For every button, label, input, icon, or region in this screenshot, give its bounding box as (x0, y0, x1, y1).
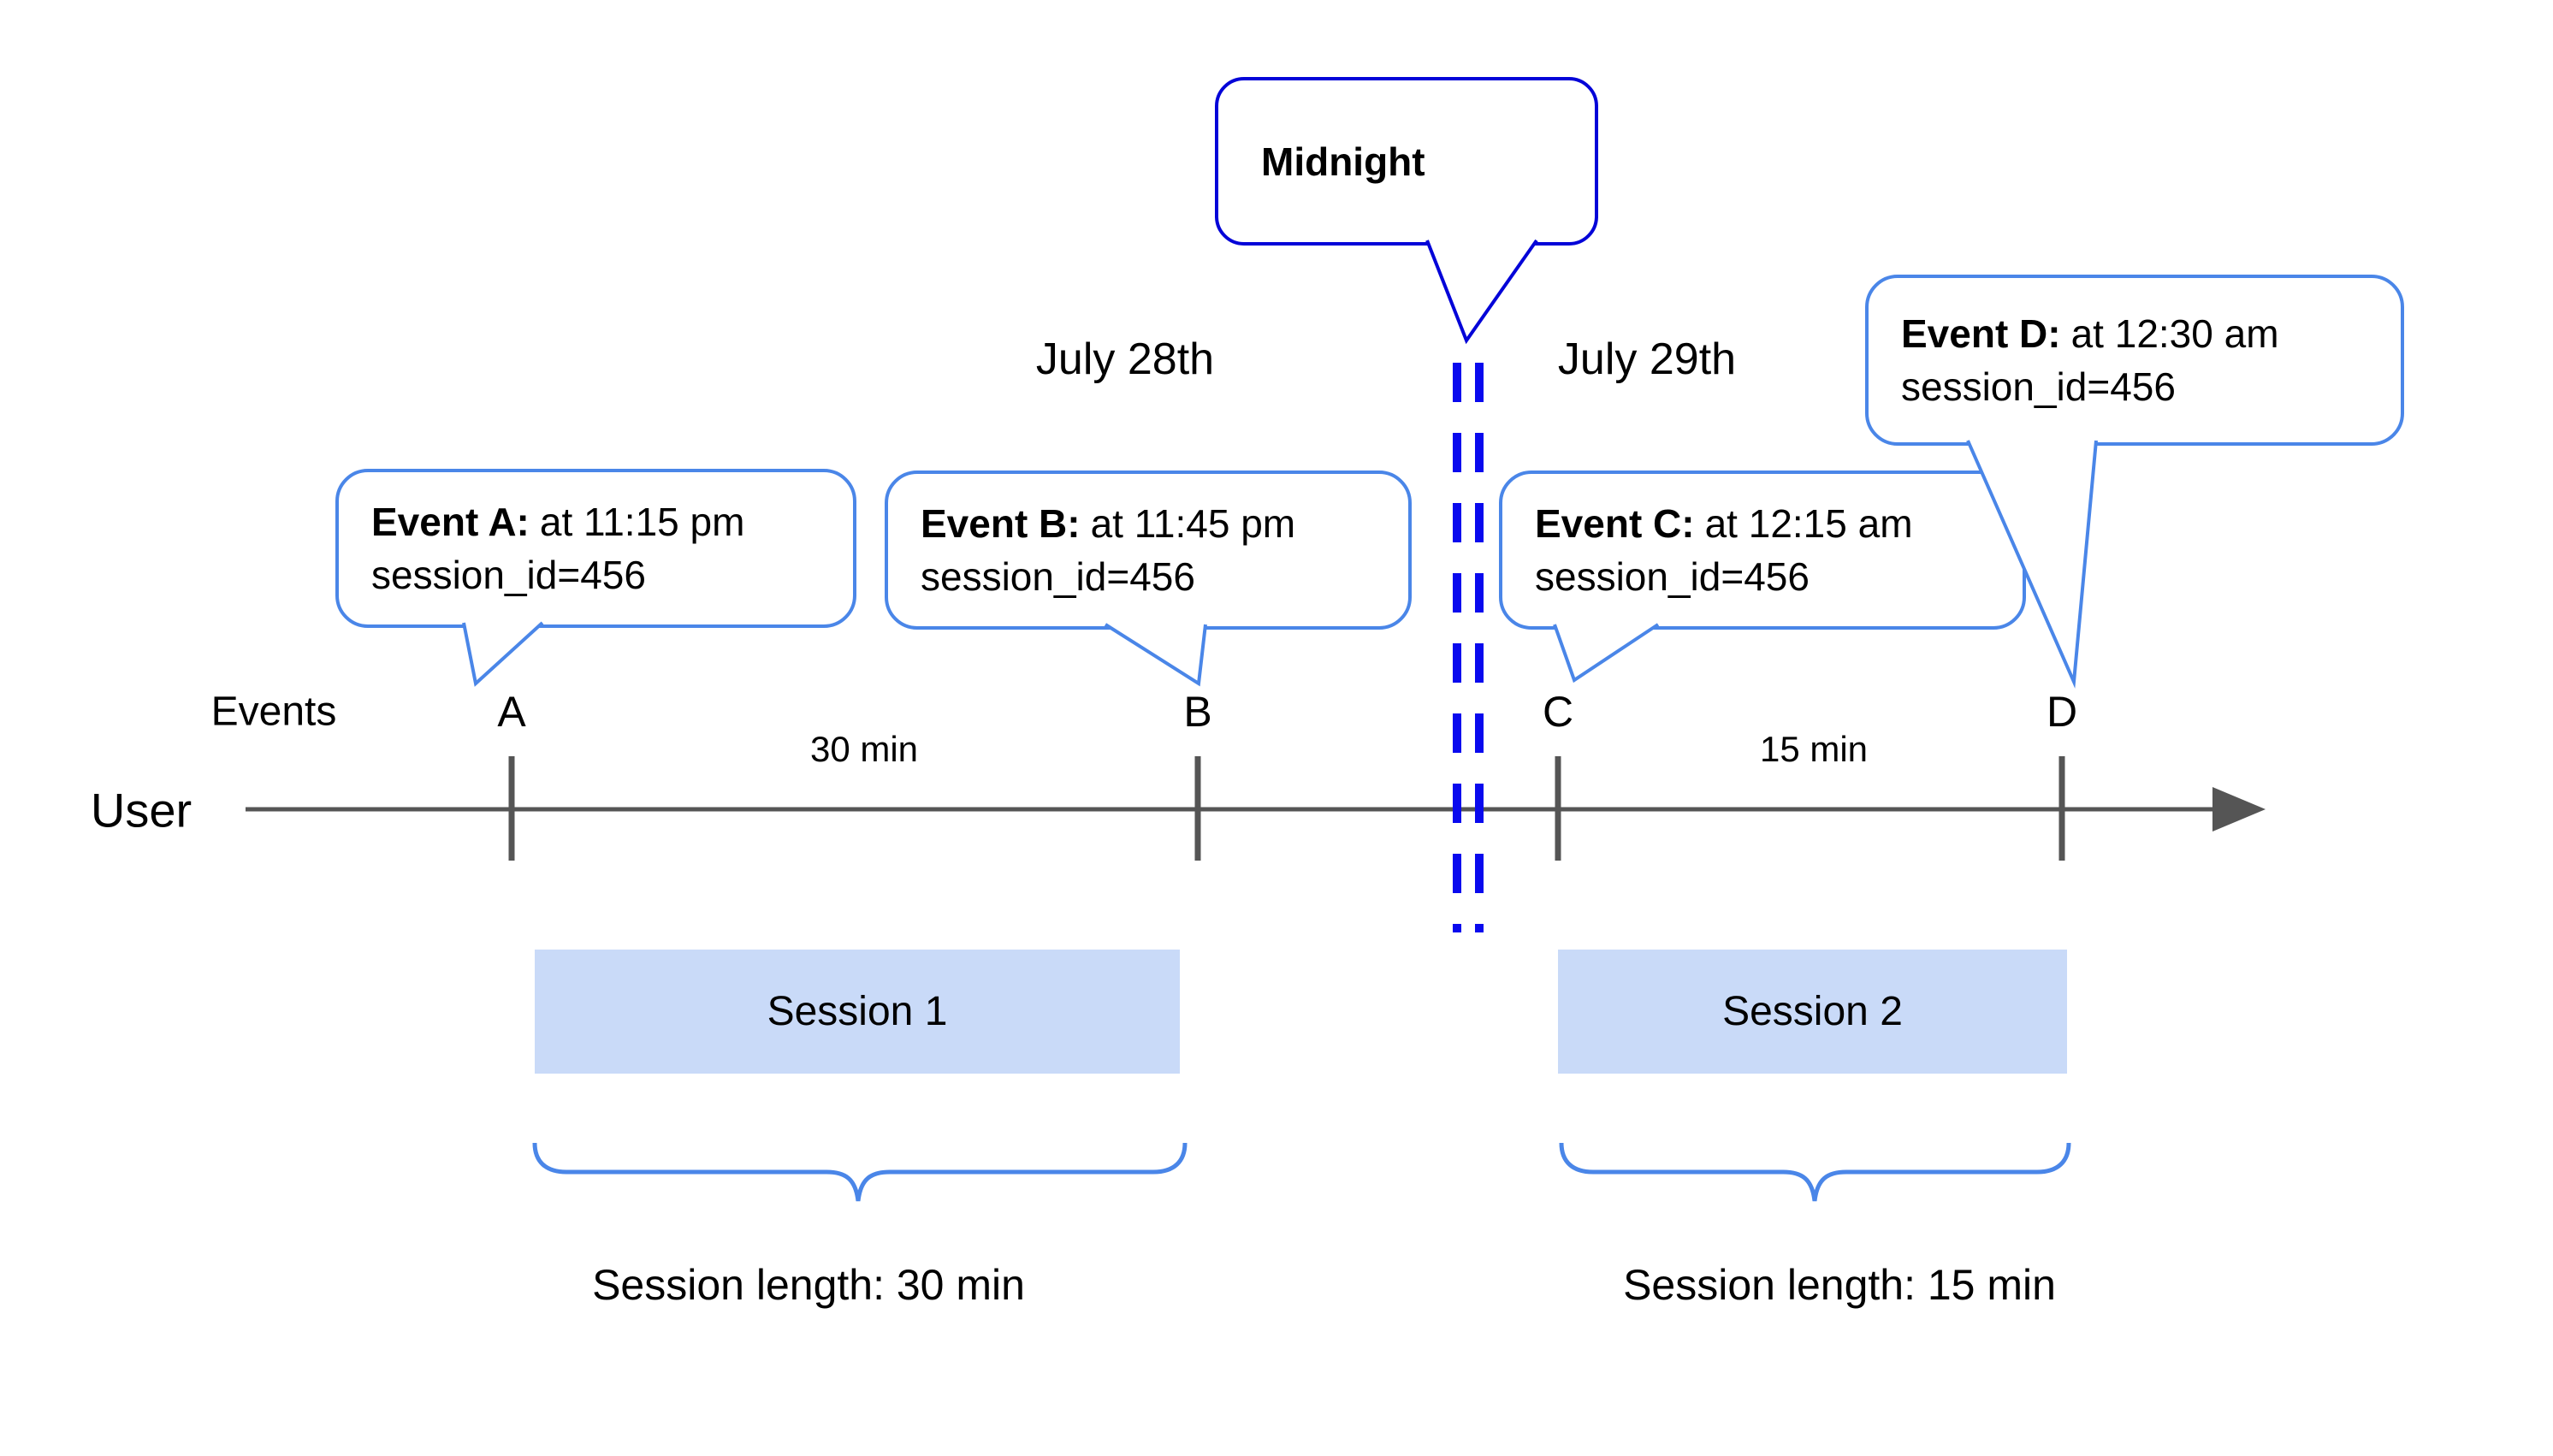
event-a-callout-tail (462, 621, 544, 687)
event-b-letter: B (1183, 688, 1212, 736)
session-2-brace (1559, 1142, 2071, 1202)
user-row-label: User (90, 783, 193, 837)
event-d-text: Event D:at 12:30 am (1901, 311, 2279, 356)
event-c-callout: Event C:at 12:15 am session_id=456 (1499, 471, 2026, 630)
event-b-callout-tail (1104, 623, 1207, 687)
timeline-arrow-icon (2212, 787, 2266, 832)
interval-30min-label: 30 min (809, 729, 919, 769)
session-1-label: Session 1 (767, 989, 948, 1034)
session-1-brace (532, 1142, 1188, 1202)
events-row-label: Events (210, 689, 337, 735)
event-b-callout: Event B:at 11:45 pm session_id=456 (885, 471, 1412, 630)
date-july-29: July 29th (1557, 334, 1737, 384)
event-a-letter: A (497, 688, 526, 736)
midnight-callout: Midnight (1215, 77, 1598, 246)
event-a-callout: Event A:at 11:15 pm session_id=456 (335, 469, 856, 628)
session-2-box: Session 2 (1558, 950, 2067, 1074)
event-c-callout-tail (1553, 623, 1660, 684)
event-a-session: session_id=456 (371, 553, 646, 597)
midnight-callout-tail (1425, 239, 1538, 345)
event-c-text: Event C:at 12:15 am (1535, 501, 1913, 546)
session-1-box: Session 1 (535, 950, 1180, 1074)
date-july-28: July 28th (1035, 334, 1215, 384)
session-2-label: Session 2 (1722, 989, 1903, 1034)
event-b-session: session_id=456 (921, 554, 1195, 599)
event-c-session: session_id=456 (1535, 554, 1810, 599)
event-b-text: Event B:at 11:45 pm (921, 501, 1296, 546)
event-d-letter: D (2046, 688, 2078, 736)
event-a-text: Event A:at 11:15 pm (371, 500, 745, 544)
session-2-length-label: Session length: 15 min (1623, 1261, 2056, 1309)
event-d-session: session_id=456 (1901, 364, 2176, 409)
midnight-label: Midnight (1261, 139, 1425, 184)
session-1-length-label: Session length: 30 min (592, 1261, 1025, 1309)
interval-15min-label: 15 min (1759, 729, 1869, 769)
event-c-letter: C (1542, 688, 1574, 736)
event-d-callout: Event D:at 12:30 am session_id=456 (1865, 275, 2404, 446)
